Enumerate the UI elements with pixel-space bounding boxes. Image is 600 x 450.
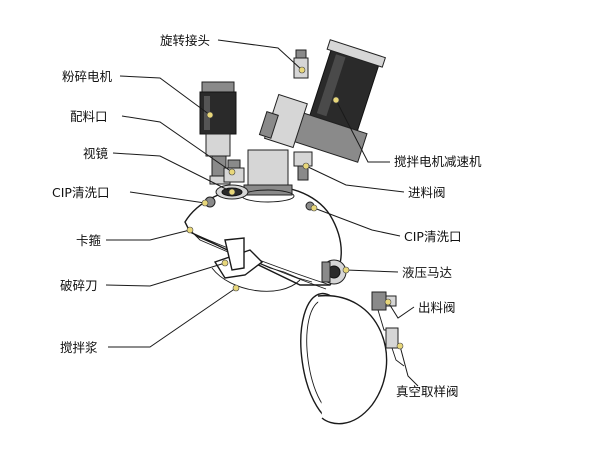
lid-manifold: [241, 149, 295, 203]
label-cip-port-left: CIP清洗口: [52, 185, 109, 200]
label-crusher-blade: 破碎刀: [60, 278, 98, 293]
crusher-blade-assembly: [211, 237, 301, 292]
vessel-bowl: [300, 292, 388, 425]
label-inlet-valve: 进料阀: [408, 185, 446, 200]
label-outlet-valve: 出料阀: [418, 300, 456, 315]
machine-drawing: [184, 39, 405, 425]
label-cip-port-right: CIP清洗口: [404, 229, 461, 244]
label-crusher-motor: 粉碎电机: [62, 69, 113, 84]
agitator-motor-body: [258, 39, 387, 163]
label-agitator-motor: 搅拌电机减速机: [394, 154, 482, 169]
label-sight-glass: 视镜: [83, 146, 109, 161]
label-hydraulic-motor: 液压马达: [402, 265, 453, 280]
callout-labels: 旋转接头 粉碎电机 配料口 视镜 CIP清洗口 卡箍 破碎刀 搅拌浆 搅拌电机减…: [52, 33, 482, 399]
label-vacuum-sampling-valve: 真空取样阀: [396, 384, 459, 399]
marker-dots: [186, 66, 404, 350]
label-feed-port: 配料口: [70, 109, 108, 124]
hydraulic-motor-body: [321, 259, 347, 285]
leader-lines: [105, 39, 419, 387]
label-clamp: 卡箍: [76, 233, 102, 248]
label-agitator-paddle: 搅拌浆: [60, 340, 98, 355]
label-rotary-joint: 旋转接头: [160, 33, 210, 48]
